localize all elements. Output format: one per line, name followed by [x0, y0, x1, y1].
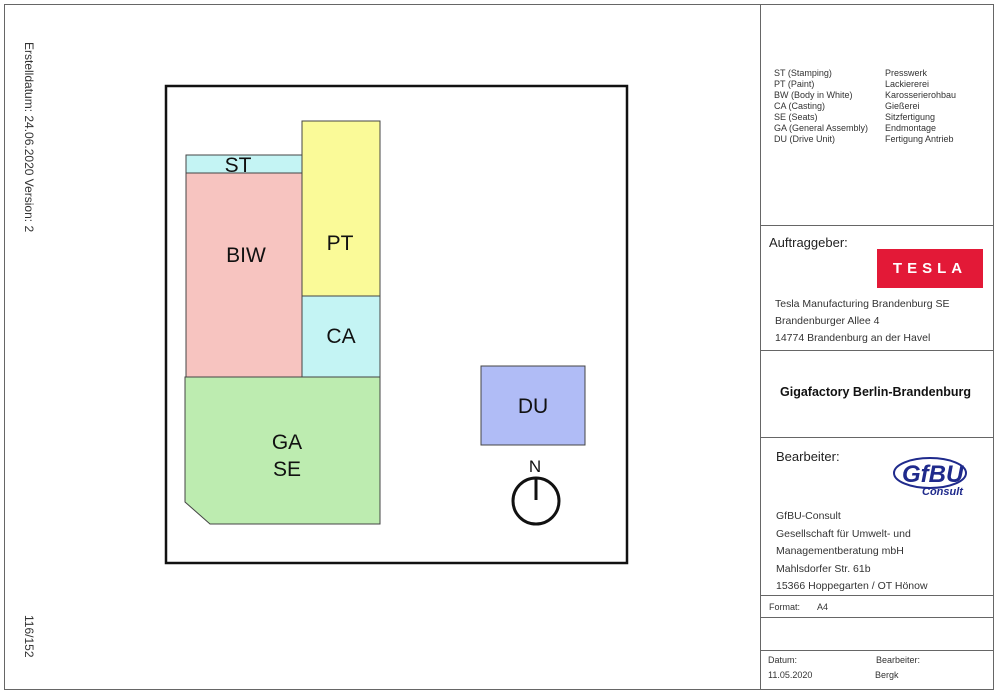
svg-text:Consult: Consult [922, 486, 964, 497]
format-label: Format: [769, 602, 801, 612]
north-label: N [529, 457, 541, 476]
page-frame [4, 4, 994, 690]
legend-abbreviations: ST (Stamping)PT (Paint)BW (Body in White… [774, 68, 869, 144]
building-ca [301, 295, 381, 378]
date-value: 11.05.2020 [768, 670, 813, 680]
label-pt: PT [327, 232, 354, 255]
svg-text:GfBU: GfBU [902, 461, 964, 488]
tesla-logo: TESLA [877, 249, 983, 288]
editor-label: Bearbeiter: [776, 449, 840, 464]
date-label: Datum: [768, 655, 798, 665]
north-arrow-icon [511, 476, 561, 526]
building-ga-se [184, 376, 381, 525]
label-du: DU [518, 395, 548, 418]
project-title: Gigafactory Berlin-Brandenburg [780, 385, 971, 399]
label-se: SE [273, 458, 301, 481]
building-du [480, 365, 586, 446]
client-label: Auftraggeber: [769, 235, 848, 250]
footer-editor-label: Bearbeiter: [876, 655, 921, 665]
footer-editor-value: Bergk [875, 670, 899, 680]
gfbu-logo: GfBU Consult [893, 457, 967, 497]
label-ca: CA [326, 325, 355, 348]
label-ga: GA [272, 431, 302, 454]
format-value: A4 [817, 602, 829, 612]
building-biw [185, 172, 303, 378]
site-plan: ST BIW PT CA GA SE DU N [164, 84, 629, 565]
label-st: ST [225, 154, 252, 177]
label-biw: BIW [226, 244, 266, 267]
title-block [760, 4, 994, 690]
building-pt [301, 120, 381, 297]
